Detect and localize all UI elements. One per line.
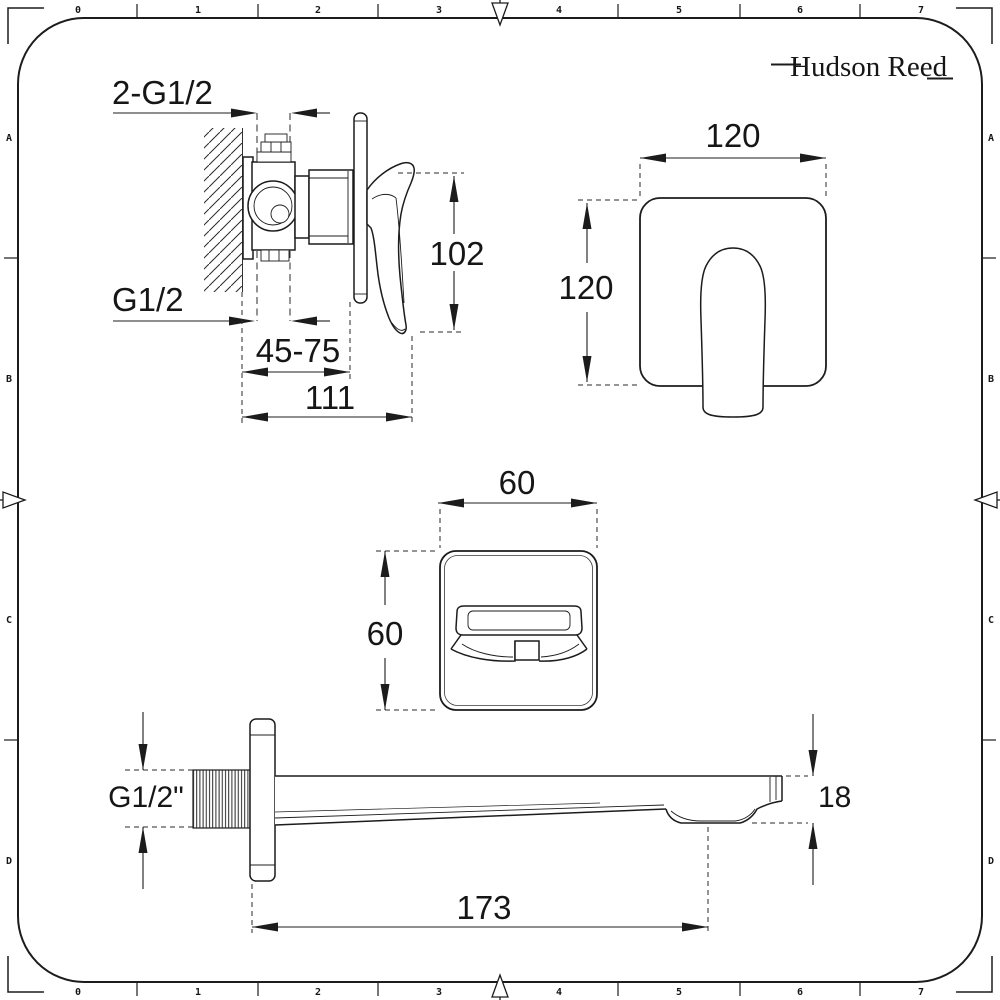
dimension-label: 18 bbox=[818, 781, 851, 814]
zone-number: 3 bbox=[436, 5, 442, 16]
spout-thread bbox=[192, 769, 251, 829]
wall-hatch bbox=[204, 128, 242, 292]
zone-letter: B bbox=[988, 374, 994, 385]
dimension-depth-45-75: 45-75 bbox=[241, 292, 351, 424]
zone-letter: C bbox=[6, 615, 12, 626]
center-mark-bottom-icon bbox=[491, 973, 509, 998]
dimension-label: 111 bbox=[305, 379, 355, 416]
brand-logo: Hudson Reed bbox=[771, 51, 953, 83]
valve-lever-handle bbox=[366, 161, 415, 335]
escutcheon-plate-side bbox=[353, 112, 368, 304]
spout-side-view: G1/2" 18 173 bbox=[108, 712, 851, 933]
ruler-left: A B C D bbox=[6, 133, 12, 867]
dimension-plate-height-120: 120 bbox=[558, 199, 637, 386]
zone-letter: A bbox=[6, 133, 12, 144]
dimension-thread-g12: G1/2" bbox=[108, 712, 195, 889]
corner-bracket-top-left bbox=[7, 7, 44, 44]
zone-number: 1 bbox=[195, 5, 201, 16]
zone-number: 2 bbox=[315, 5, 321, 16]
dimension-ports-2-g12: 2-G1/2 bbox=[112, 74, 330, 118]
dimension-length-173: 173 bbox=[251, 827, 709, 933]
dimension-height-102: 102 bbox=[398, 172, 485, 333]
zone-letter: B bbox=[6, 374, 12, 385]
dimension-label: 60 bbox=[499, 464, 536, 501]
dimension-label: G1/2" bbox=[108, 781, 184, 814]
corner-bracket-bottom-left bbox=[7, 956, 44, 993]
zone-number: 2 bbox=[315, 987, 321, 998]
zone-number: 7 bbox=[918, 5, 924, 16]
center-mark-right-icon bbox=[973, 491, 998, 509]
zone-number: 4 bbox=[556, 5, 562, 16]
brand-logo-text: Hudson Reed bbox=[790, 51, 948, 83]
dimension-total-depth-111: 111 bbox=[242, 336, 413, 424]
center-mark-left-icon bbox=[2, 491, 27, 509]
dimension-plate-width-120: 120 bbox=[639, 117, 827, 196]
dimension-label: 120 bbox=[558, 269, 613, 306]
dimension-label: G1/2 bbox=[112, 281, 184, 318]
zone-number: 1 bbox=[195, 987, 201, 998]
zone-letter: D bbox=[6, 856, 12, 867]
zone-number: 5 bbox=[676, 987, 682, 998]
dimension-spout-plate-width-60: 60 bbox=[438, 464, 598, 548]
zone-number: 6 bbox=[797, 5, 803, 16]
zone-number: 6 bbox=[797, 987, 803, 998]
zone-letter: C bbox=[988, 615, 994, 626]
dimension-inlet-g12: G1/2 bbox=[112, 281, 330, 326]
zone-number: 0 bbox=[75, 987, 81, 998]
dimension-spout-plate-height-60: 60 bbox=[367, 550, 436, 711]
zone-letter: D bbox=[988, 856, 994, 867]
zone-number: 4 bbox=[556, 987, 562, 998]
spout-body bbox=[274, 775, 783, 826]
zone-number: 3 bbox=[436, 987, 442, 998]
center-mark-top-icon bbox=[491, 2, 509, 27]
corner-bracket-bottom-right bbox=[956, 956, 993, 993]
dimension-tip-height-18: 18 bbox=[752, 714, 851, 885]
valve-bottom-port bbox=[260, 249, 290, 262]
ruler-ticks bbox=[4, 4, 996, 996]
corner-bracket-top-right bbox=[956, 7, 993, 44]
valve-top-nut bbox=[260, 141, 292, 153]
dimension-label: 45-75 bbox=[256, 332, 340, 369]
plate-front-view: 120 120 bbox=[558, 117, 827, 418]
dimension-label: 2-G1/2 bbox=[112, 74, 213, 111]
valve-side-view: 2-G1/2 G1/2 102 45-75 bbox=[112, 74, 485, 424]
spout-nose-front bbox=[450, 605, 588, 662]
spout-wall-flange bbox=[249, 718, 276, 882]
zone-number: 5 bbox=[676, 5, 682, 16]
dimension-label: 60 bbox=[367, 615, 404, 652]
dimension-label: 173 bbox=[456, 889, 511, 926]
ruler-bottom: 0 1 2 3 4 5 6 7 bbox=[75, 987, 924, 998]
ruler-top: 0 1 2 3 4 5 6 7 bbox=[75, 5, 924, 16]
zone-letter: A bbox=[988, 133, 994, 144]
ruler-right: A B C D bbox=[988, 133, 994, 867]
zone-number: 7 bbox=[918, 987, 924, 998]
valve-spindle-cylinder bbox=[308, 169, 354, 245]
dimension-label: 102 bbox=[429, 235, 484, 272]
dimension-label: 120 bbox=[705, 117, 760, 154]
spout-front-view: 60 60 bbox=[367, 464, 598, 711]
zone-number: 0 bbox=[75, 5, 81, 16]
plate-lever-handle-front bbox=[699, 247, 767, 418]
